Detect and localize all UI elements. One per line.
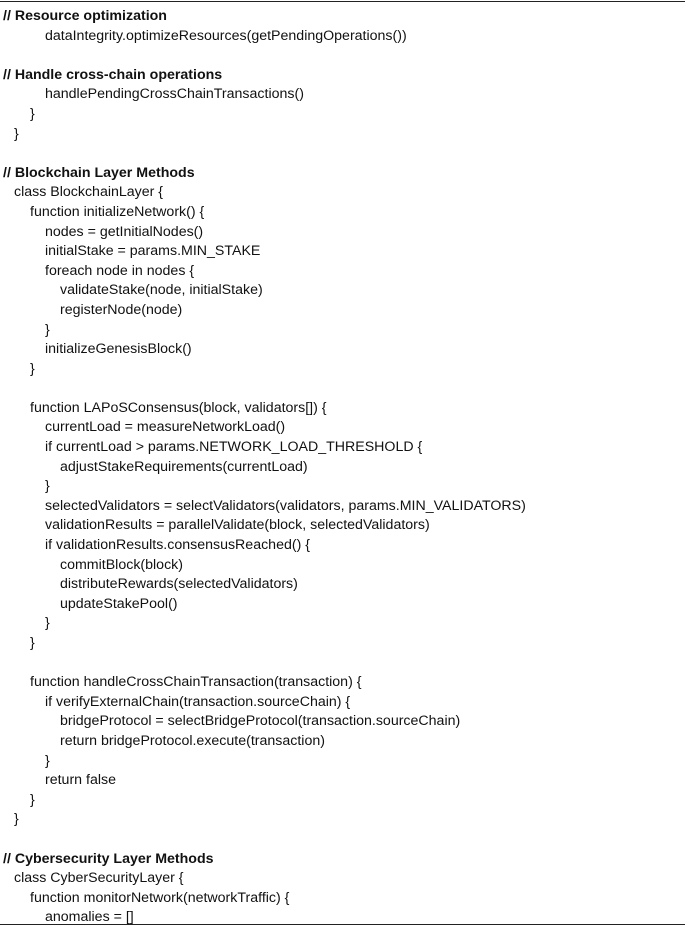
code-line: validationResults = parallelValidate(blo… [45,517,430,534]
code-line: } [30,791,35,808]
code-line: } [14,811,19,828]
code-line: } [45,752,50,769]
code-line: foreach node in nodes { [45,262,195,279]
code-line: function initializeNetwork() { [30,203,205,220]
code-line: if currentLoad > params.NETWORK_LOAD_THR… [45,439,423,456]
comment-line: // Handle cross-chain operations [3,66,223,83]
blank-line [0,144,685,164]
code-line: initializeGenesisBlock() [45,341,192,358]
comment-line: // Cybersecurity Layer Methods [3,850,214,867]
code-line: return false [45,772,116,789]
code-line: } [30,105,35,122]
blank-line [0,830,685,850]
code-line: } [45,615,50,632]
top-rule [0,1,685,2]
bottom-rule [0,924,685,925]
code-line: registerNode(node) [60,301,183,318]
blank-line [0,379,685,399]
comment-line: // Blockchain Layer Methods [3,164,195,181]
code-line: } [45,478,50,495]
blank-line [0,46,685,66]
code-line: bridgeProtocol = selectBridgeProtocol(tr… [60,713,461,730]
code-line: function handleCrossChainTransaction(tra… [30,674,362,691]
code-line: class CyberSecurityLayer { [14,870,184,887]
code-line: anomalies = [] [45,909,134,926]
code-line: function monitorNetwork(networkTraffic) … [30,889,290,906]
code-line: updateStakePool() [60,595,178,612]
code-line: handlePendingCrossChainTransactions() [45,86,304,103]
code-line: validateStake(node, initialStake) [60,282,263,299]
code-line: function LAPoSConsensus(block, validator… [30,399,327,416]
code-line: dataIntegrity.optimizeResources(getPendi… [45,27,407,44]
code-line: adjustStakeRequirements(currentLoad) [60,458,308,475]
code-line: } [30,360,35,377]
code-line: return bridgeProtocol.execute(transactio… [60,732,325,749]
code-line: currentLoad = measureNetworkLoad() [45,419,286,436]
code-line: } [14,125,19,142]
blank-line [0,654,685,674]
code-line: if verifyExternalChain(transaction.sourc… [45,693,351,710]
code-listing: // Resource optimization dataIntegrity.op… [0,7,685,928]
code-line: } [45,321,50,338]
code-line: nodes = getInitialNodes() [45,223,204,240]
code-line: initialStake = params.MIN_STAKE [45,243,261,260]
code-line: } [30,635,35,651]
code-line: class BlockchainLayer { [14,184,164,201]
code-line: selectedValidators = selectValidators(va… [45,497,526,514]
code-line: commitBlock(block) [60,556,183,573]
comment-line: // Resource optimization [3,8,167,24]
code-line: distributeRewards(selectedValidators) [60,576,298,593]
code-line: if validationResults.consensusReached() … [45,537,310,554]
